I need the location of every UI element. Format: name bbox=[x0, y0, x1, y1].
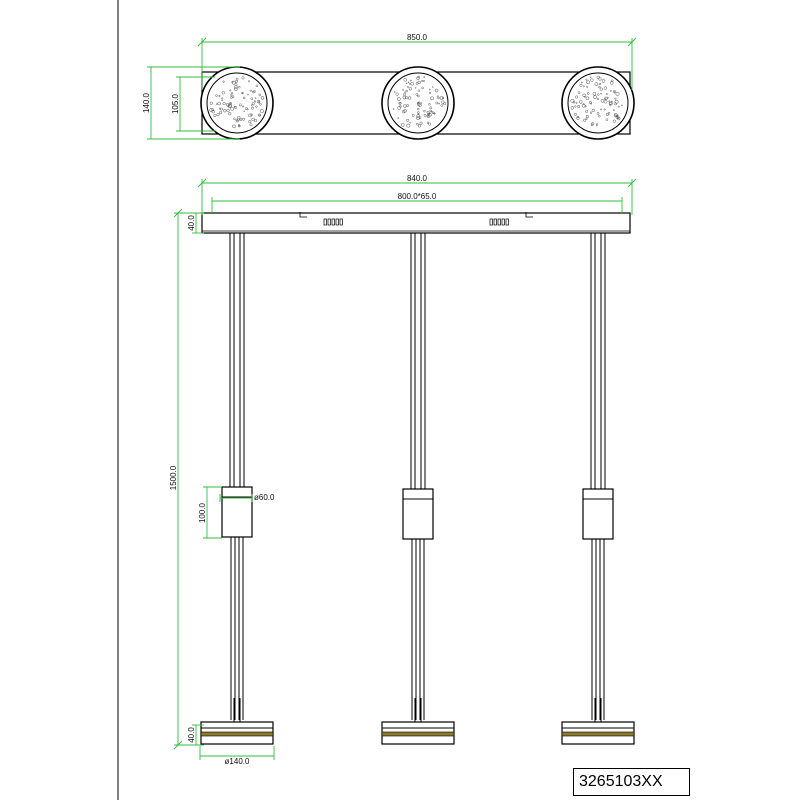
pendant-1 bbox=[200, 233, 274, 745]
dim-coupler-diameter bbox=[219, 494, 253, 502]
dim-head-height bbox=[192, 724, 204, 746]
top-view-lens-3 bbox=[561, 66, 635, 140]
pendants bbox=[200, 233, 635, 745]
dim-coupler-height bbox=[203, 486, 222, 539]
dim-lens-size-label: 105.0 bbox=[171, 93, 180, 114]
pendant-2 bbox=[381, 233, 455, 745]
dim-canopy-spacing-label: 800.0*65.0 bbox=[398, 192, 437, 201]
dim-head-diameter-label: ø140.0 bbox=[225, 757, 250, 766]
top-view-lens-2 bbox=[381, 66, 455, 140]
dim-coupler-height-label: 100.0 bbox=[198, 502, 207, 523]
dim-top-width bbox=[197, 37, 637, 90]
front-view: 840.0 800.0*65.0 40.0 1500.0 bbox=[169, 174, 637, 766]
dim-top-width-label: 850.0 bbox=[407, 33, 428, 42]
coupler bbox=[402, 488, 434, 540]
top-view-lens-1 bbox=[200, 66, 274, 140]
canopy-slots-left bbox=[323, 218, 343, 226]
canopy-bracket-right bbox=[525, 212, 533, 218]
bubble-texture-icon bbox=[209, 76, 265, 129]
product-code: 3265103XX bbox=[573, 768, 690, 796]
bubble-texture-icon bbox=[570, 75, 623, 127]
dim-lens-size bbox=[176, 76, 215, 132]
canopy-slots-right bbox=[489, 218, 509, 226]
bubble-texture-icon bbox=[392, 75, 447, 128]
dim-canopy-width bbox=[197, 178, 637, 215]
canopy bbox=[201, 212, 631, 234]
canopy-bracket-left bbox=[299, 212, 307, 218]
coupler bbox=[582, 488, 614, 540]
dim-total-height bbox=[173, 208, 204, 750]
dim-canopy-spacing bbox=[211, 197, 623, 213]
dim-head-height-label: 40.0 bbox=[187, 727, 196, 743]
dim-head-diameter bbox=[199, 746, 275, 760]
coupler bbox=[221, 486, 253, 538]
dim-canopy-width-label: 840.0 bbox=[407, 174, 428, 183]
dim-top-depth-label: 140.0 bbox=[142, 92, 151, 113]
dim-coupler-diameter-label: ø60.0 bbox=[254, 493, 275, 502]
dim-canopy-height-label: 40.0 bbox=[187, 215, 196, 231]
pendant-3 bbox=[561, 233, 635, 745]
top-view: 850.0 140.0 105.0 bbox=[142, 33, 637, 140]
dim-top-depth bbox=[147, 66, 240, 140]
dim-total-height-label: 1500.0 bbox=[169, 465, 178, 490]
